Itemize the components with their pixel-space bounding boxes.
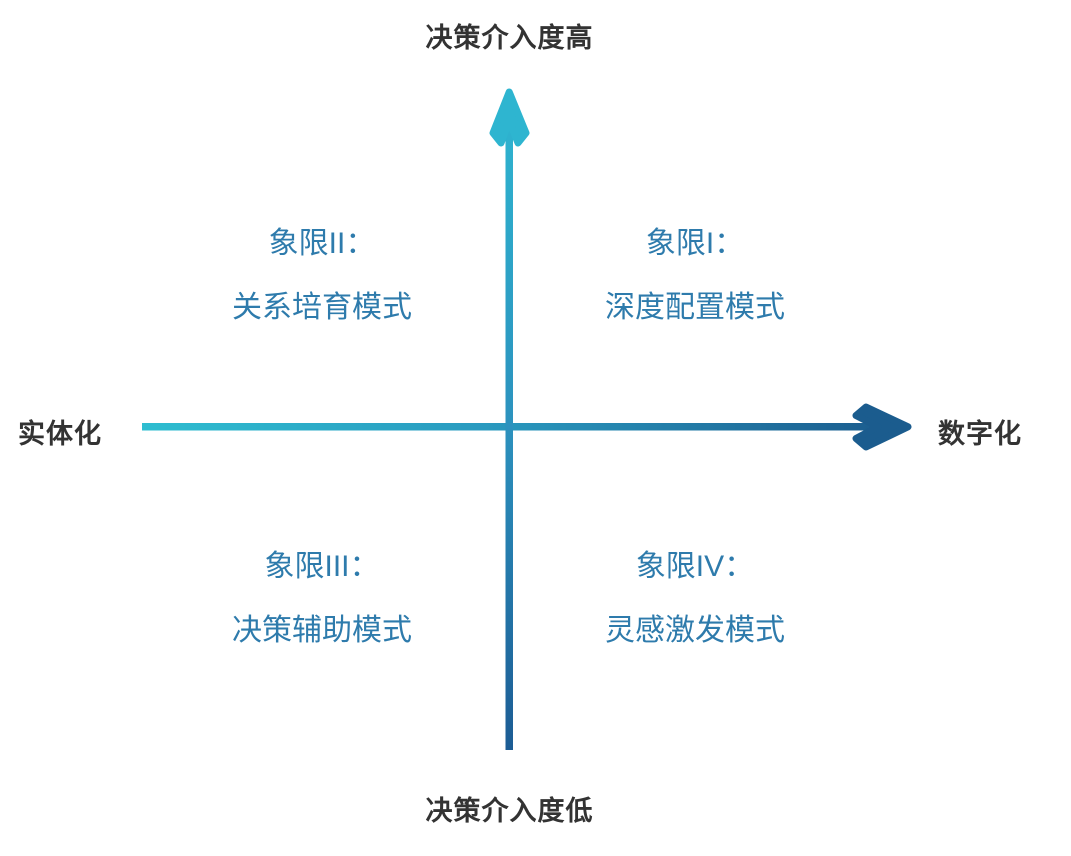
quadrant-ii-name: 关系培育模式	[232, 291, 412, 324]
quadrant-iv-name: 灵感激发模式	[605, 614, 785, 647]
axis-label-bottom: 决策介入度低	[425, 796, 594, 826]
horizontal-axis-arrowhead	[852, 403, 912, 451]
quadrant-iii: 象限III： 决策辅助模式	[157, 535, 487, 663]
horizontal-axis-line	[142, 423, 887, 431]
axis-label-top: 决策介入度高	[425, 23, 594, 53]
vertical-axis-arrowhead	[489, 88, 530, 147]
axis-label-right: 数字化	[938, 419, 1022, 449]
quadrant-iv: 象限IV： 灵感激发模式	[530, 535, 860, 663]
quadrant-ii: 象限II： 关系培育模式	[157, 212, 487, 340]
quadrant-iii-title: 象限III：	[264, 550, 380, 583]
quadrant-i-name: 深度配置模式	[605, 291, 785, 324]
quadrant-ii-title: 象限II：	[268, 227, 376, 260]
quadrant-i-title: 象限I：	[645, 227, 745, 260]
quadrant-iii-name: 决策辅助模式	[232, 614, 412, 647]
axis-label-left: 实体化	[18, 419, 102, 449]
quadrant-i: 象限I： 深度配置模式	[530, 212, 860, 340]
quadrant-iv-title: 象限IV：	[635, 550, 755, 583]
vertical-axis-line	[505, 100, 513, 750]
